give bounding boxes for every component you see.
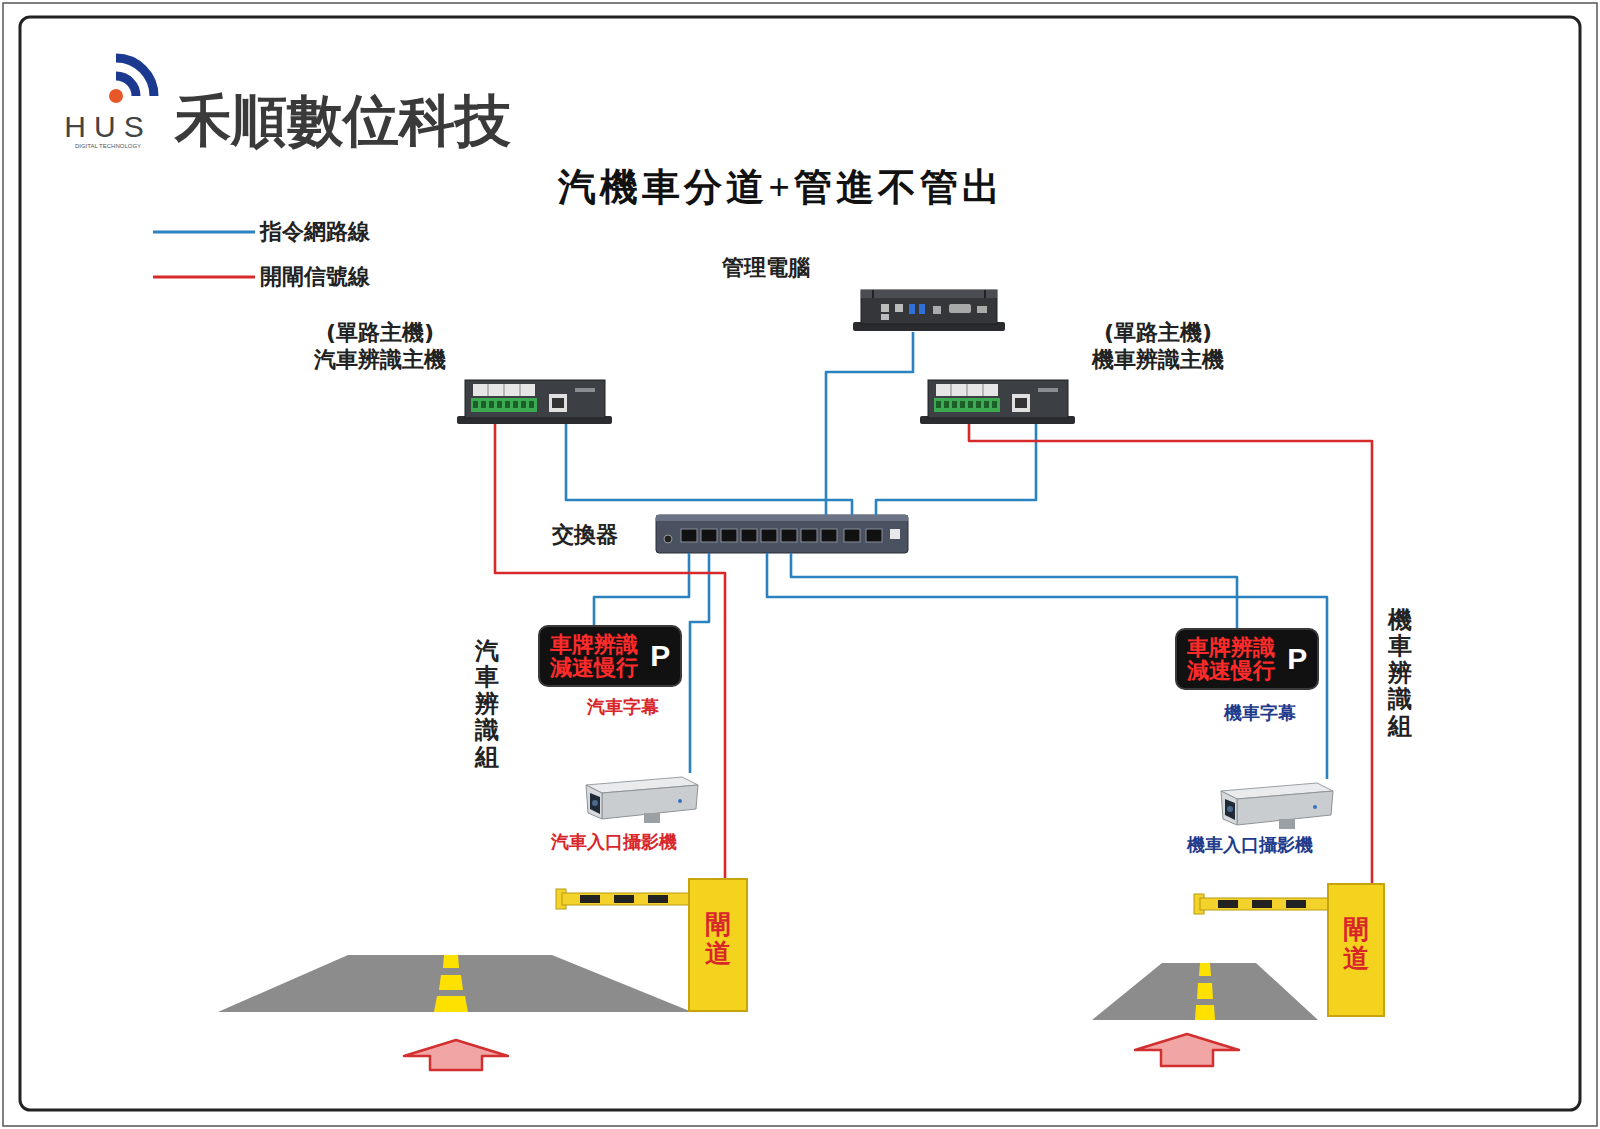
network-cable (594, 553, 689, 625)
scooter-recognition-host: (單路主機)機車辨識主機 (920, 380, 1076, 424)
device-note: (單路主機) (326, 318, 434, 348)
legend-text: 指令網路線 (260, 217, 370, 247)
gate-signal-cable (495, 424, 725, 878)
diagram-title: 汽機車分道+管進不管出 (558, 162, 1004, 213)
entry-camera: 機車入口攝影機 (1219, 779, 1335, 830)
device-label: 汽車入口攝影機 (551, 830, 677, 854)
network-cable (791, 553, 1237, 628)
gate-label: 閘道 (1343, 915, 1369, 972)
company-tagline: DIGITAL TECHNOLOGY (75, 143, 141, 149)
management-pc: 管理電腦 (853, 286, 1005, 332)
legend-text: 開閘信號線 (260, 262, 370, 292)
network-cable (566, 424, 852, 515)
company-name: 禾順數位科技 (175, 84, 511, 160)
group-label: 汽車辨識組 (475, 638, 499, 770)
network-cable (826, 332, 913, 515)
parking-symbol: P (650, 639, 670, 673)
device-note: (單路主機) (1104, 318, 1212, 348)
network-switch: 交換器 (656, 515, 908, 553)
led-message: 車牌辨識 減速慢行 (550, 633, 640, 679)
device-label: 機車入口攝影機 (1187, 833, 1313, 857)
parking-symbol: P (1287, 642, 1307, 676)
barrier-gate: 閘道 (1327, 883, 1385, 1017)
entry-camera: 汽車入口攝影機 (584, 773, 700, 824)
led-display: 車牌辨識 減速慢行P機車字幕 (1175, 628, 1319, 690)
device-label: 管理電腦 (722, 253, 810, 283)
gate-label: 閘道 (705, 910, 731, 967)
device-label: 汽車辨識主機 (314, 345, 446, 375)
device-label: 汽車字幕 (587, 695, 659, 719)
legend-entry: 開閘信號線 (260, 263, 370, 291)
group-label: 機車辨識組 (1388, 607, 1412, 739)
network-cable (876, 424, 1036, 515)
company-logo: HUS (64, 110, 151, 144)
device-label: 機車辨識主機 (1092, 345, 1224, 375)
network-cable (690, 553, 709, 773)
led-message: 車牌辨識 減速慢行 (1187, 636, 1277, 682)
led-display: 車牌辨識 減速慢行P汽車字幕 (538, 625, 682, 687)
device-label: 機車字幕 (1224, 701, 1296, 725)
device-label: 交換器 (552, 520, 618, 550)
network-cable (767, 553, 1327, 779)
barrier-gate: 閘道 (688, 878, 748, 1012)
legend-entry: 指令網路線 (260, 218, 370, 246)
gate-signal-cable (969, 424, 1372, 883)
car-recognition-host: (單路主機)汽車辨識主機 (457, 380, 612, 424)
